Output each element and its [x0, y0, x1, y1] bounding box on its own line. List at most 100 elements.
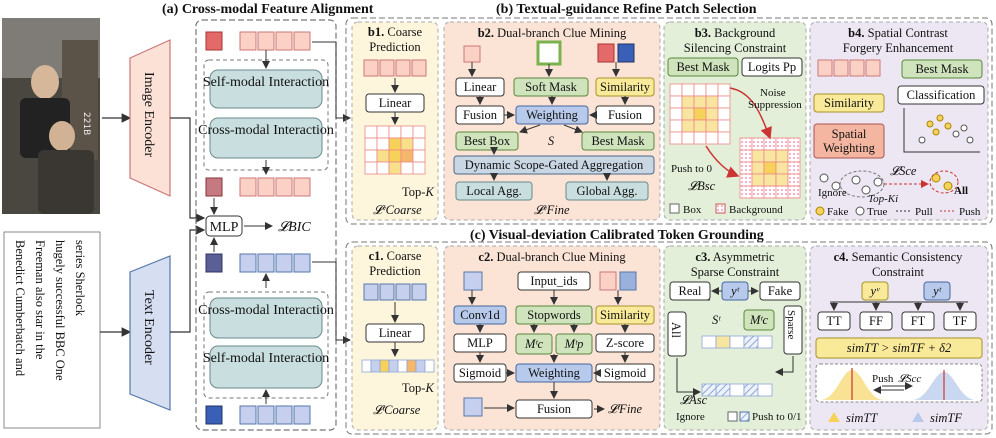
c2-title: c2. Dual-branch Clue Mining [478, 250, 626, 264]
c3-sparse-box [783, 305, 803, 355]
c3-fake-label: Fake [768, 284, 793, 298]
b3-mask-cell [705, 119, 719, 133]
b3-mask-cell [693, 95, 707, 109]
c4-yt-label: yᵗ [931, 284, 942, 298]
b1-grid-cell [364, 149, 378, 163]
b3-best-mask-label: Best Mask [676, 60, 730, 74]
c3-row2-cell [715, 383, 731, 397]
panel-a [195, 19, 337, 431]
c3-loss: 𝓛Asc [680, 393, 708, 407]
c4-loss: 𝓛Scc [898, 373, 921, 385]
b1-grid-cell [388, 137, 402, 151]
text-encoder-shape [129, 255, 171, 411]
b3-suppressed-cell [751, 185, 765, 199]
c4-branch-arrows [830, 302, 964, 311]
c4-tt-label: TT [826, 314, 842, 328]
caption-line-2: Freeman also star in the [33, 240, 47, 360]
c1-token-strip [361, 359, 435, 373]
c3-legend-push-swatch [739, 411, 750, 422]
text-cross-modal-label: Cross-modal Interaction [198, 303, 334, 318]
b2-best-mask-box [581, 131, 655, 151]
b4-classification-label: Classification [907, 88, 976, 102]
b3-suppressed-cell [787, 173, 801, 187]
c1-linear-label: Linear [379, 326, 412, 340]
b3-title: b3. Background [695, 26, 776, 40]
c3-fake-box [759, 281, 801, 301]
svg-text:Silencing Constraint: Silencing Constraint [684, 41, 787, 55]
b2-fusion-left-label: Fusion [463, 108, 498, 122]
section-c-box [345, 241, 993, 435]
c3-all-box [667, 311, 687, 357]
b3-mask-cell [669, 107, 683, 121]
b2-arrows [468, 62, 629, 181]
b1-grid-cell [400, 137, 414, 151]
c3-real-box [669, 281, 711, 301]
b2-dsga-box [453, 155, 655, 175]
b4-ignore: Ignore [818, 187, 847, 199]
b4-legend-push: Push [959, 206, 981, 218]
svg-text:Prediction: Prediction [369, 264, 421, 278]
b3-suppressed-cell [775, 149, 789, 163]
c2-fusion-label: Fusion [537, 402, 572, 416]
b4-legend-true-dot [855, 206, 865, 216]
c2-arrows [468, 290, 629, 413]
svg-text:Constraint: Constraint [872, 265, 925, 279]
c2-mlp-label: MLP [467, 336, 493, 350]
c3-row2-cell [729, 383, 745, 397]
c3-all-label: All [669, 322, 683, 339]
svg-text:Prediction: Prediction [369, 40, 421, 54]
b2-best-mask-label: Best Mask [591, 134, 645, 148]
c1-input-tokens [363, 283, 427, 301]
b3-mask-cell [681, 131, 695, 145]
svg-text:Weighting: Weighting [823, 141, 876, 155]
b3-mask-cell [705, 131, 719, 145]
b4-legend-true: True [867, 206, 887, 218]
b1-grid-cell [400, 161, 414, 175]
b3-mask-cell [669, 119, 683, 133]
c2-conv1d-label: Conv1d [460, 308, 500, 322]
text-self-modal-box [209, 345, 323, 389]
b4-similarity-label: Similarity [824, 96, 875, 110]
b4-all: All [954, 185, 968, 197]
b1-title: b1. Coarse [368, 25, 423, 39]
b2-linear-label: Linear [464, 80, 497, 94]
b3-suppressed-cell [775, 161, 789, 175]
input-photo: 221B [2, 18, 100, 214]
b3-legend-bg: Background [729, 204, 783, 216]
b3-mask-cell [693, 131, 707, 145]
b4-classification-box [897, 85, 985, 105]
b4-topk: Top-Ki [868, 193, 898, 205]
b2-soft-mask-icon [536, 40, 562, 66]
b2-global-agg-label: Global Agg. [576, 184, 637, 198]
c2-mp-label: Mᵗp [564, 337, 584, 351]
c4-tt-box [817, 311, 851, 331]
c3-row1-cell [715, 335, 731, 349]
c4-ff-label: FF [869, 314, 883, 328]
c3-row1-cell [757, 335, 773, 349]
c3-row1-cell [701, 335, 717, 349]
b1-grid-cell [412, 149, 426, 163]
b1-grid-cell [364, 161, 378, 175]
b4-patch-cubes [817, 59, 881, 77]
loss-bic: 𝓛BIC [278, 220, 311, 235]
b2-loss: 𝓛ᵛFine [534, 203, 570, 217]
b3-suppressed-cell [763, 137, 777, 151]
b1-grid-cell [364, 125, 378, 139]
c2-zscore-label: Z-score [606, 336, 645, 350]
text-self-modal-label: Self-modal Interaction [203, 351, 329, 366]
b1-grid-cell [412, 125, 426, 139]
text-feature-tokens-bottom [205, 405, 311, 425]
b3-suppressed-cell [775, 137, 789, 151]
c2-output-cube [463, 397, 483, 417]
image-feature-tokens-bottom [205, 177, 311, 197]
c2-stopwords-box [515, 305, 593, 325]
c4-ft-label: FT [911, 314, 926, 328]
b2-weighting-box [515, 105, 589, 125]
c1-strip-cell [406, 359, 417, 373]
b3-suppressed-cell [763, 149, 777, 163]
b3-mask-cell [705, 83, 719, 97]
b4-loss: 𝓛Sce [890, 164, 917, 178]
c3-yt-label: yᵗ [729, 284, 740, 298]
c3-sparse-label: Sparse [785, 310, 797, 339]
